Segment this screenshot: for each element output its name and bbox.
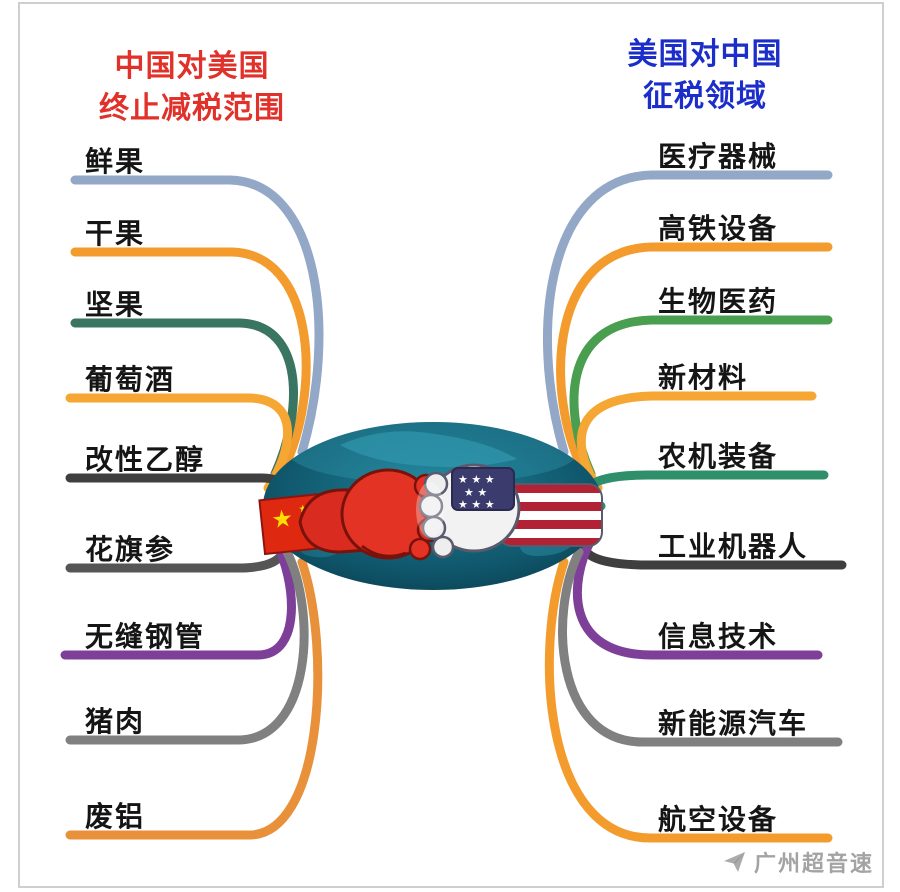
- left-item-label-3: 葡萄酒: [85, 363, 176, 396]
- left-branch-8: [65, 557, 323, 840]
- right-branch-1: [556, 242, 833, 467]
- right-item-label-1: 高铁设备: [658, 212, 779, 245]
- watermark: 广州超音速: [723, 846, 874, 878]
- right-title-line2: 征税领域: [643, 79, 767, 114]
- right-title: 美国对中国 征税领域: [590, 34, 820, 118]
- right-item-label-5: 工业机器人: [658, 530, 809, 563]
- right-title-line1: 美国对中国: [627, 37, 783, 72]
- left-branch-0: [70, 175, 324, 457]
- right-branch-7: [558, 547, 843, 747]
- right-item-label-7: 新能源汽车: [658, 707, 809, 740]
- usa-flag-fist-icon: ★ ★ ★ ★ ★ ★ ★ ★: [416, 463, 603, 559]
- left-branch-7: [65, 547, 309, 745]
- right-branch-4: [582, 470, 829, 511]
- right-item-label-8: 航空设备: [658, 803, 779, 836]
- right-branch-6: [572, 535, 823, 660]
- svg-text:★: ★: [270, 504, 294, 534]
- left-title-line1: 中国对美国: [114, 49, 270, 84]
- left-branch-1: [70, 247, 311, 467]
- left-title-line2: 终止减税范围: [99, 91, 285, 126]
- left-item-label-7: 猪肉: [85, 705, 146, 738]
- right-item-label-0: 医疗器械: [658, 140, 779, 173]
- right-item-label-2: 生物医药: [658, 285, 779, 318]
- right-item-label-6: 信息技术: [658, 620, 779, 653]
- watermark-text: 广州超音速: [753, 852, 874, 877]
- left-item-label-0: 鲜果: [85, 145, 146, 178]
- right-branch-0: [542, 170, 833, 457]
- svg-text:★ ★ ★: ★ ★ ★: [458, 473, 495, 486]
- left-item-label-4: 改性乙醇: [85, 443, 206, 476]
- left-title: 中国对美国 终止减税范围: [62, 46, 322, 130]
- left-branch-6: [60, 535, 296, 660]
- right-branch-3: [576, 391, 817, 493]
- left-item-label-5: 花旗参: [85, 533, 176, 566]
- left-item-label-6: 无缝钢管: [85, 620, 206, 653]
- paper-plane-icon: [723, 852, 745, 872]
- left-item-label-1: 干果: [85, 217, 146, 250]
- right-item-label-3: 新材料: [658, 361, 749, 394]
- svg-text:★ ★: ★ ★: [464, 486, 487, 499]
- right-item-label-4: 农机装备: [658, 440, 779, 473]
- left-branch-4: [65, 473, 288, 511]
- svg-text:★ ★ ★: ★ ★ ★: [458, 498, 495, 511]
- left-item-label-2: 坚果: [85, 288, 146, 321]
- left-item-label-8: 废铝: [85, 800, 146, 833]
- right-branch-8: [544, 557, 833, 843]
